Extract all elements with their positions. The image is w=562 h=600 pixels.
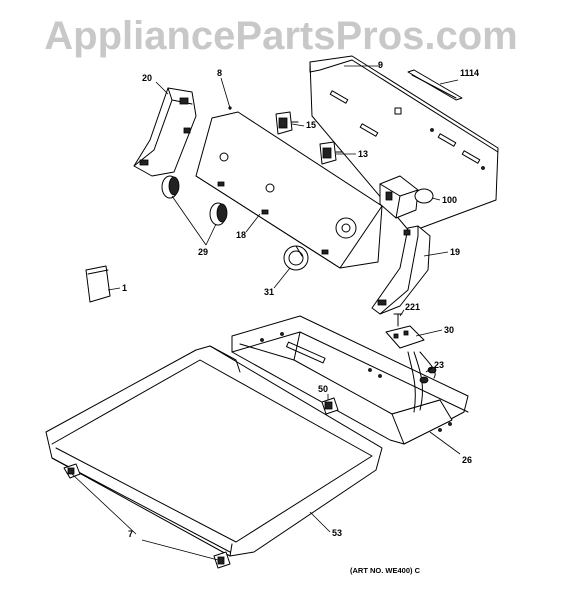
part-label-19: 19 (450, 247, 461, 257)
part-label-15: 15 (306, 120, 317, 130)
part-15-switch (275, 111, 299, 135)
part-label-23: 23 (434, 360, 445, 370)
part-20-end-cap (133, 87, 197, 177)
part-29-knob (209, 202, 228, 226)
watermark-text: AppliancePartsPros.com (44, 14, 518, 58)
part-label-221: 221 (405, 302, 421, 312)
part-30-terminal-block (385, 325, 425, 349)
part-label-1114: 1114 (460, 68, 480, 78)
part-19-end-cap (371, 225, 431, 315)
part-label-26: 26 (462, 455, 473, 465)
part-7-foot (63, 463, 81, 479)
part-label-9: 9 (378, 60, 384, 70)
art-number-caption: (ART NO. WE400) C (350, 566, 421, 575)
part-100-timer (379, 175, 434, 219)
part-label-18: 18 (236, 230, 247, 240)
part-label-53: 53 (332, 528, 343, 538)
part-13-switch (319, 141, 343, 165)
part-label-1: 1 (122, 283, 128, 293)
part-18-control-panel (195, 111, 383, 269)
leader-lines (71, 65, 461, 561)
part-label-13: 13 (358, 149, 369, 159)
part-label-31: 31 (264, 287, 275, 297)
part-29-knob (161, 175, 180, 199)
part-label-100: 100 (442, 195, 458, 205)
part-label-29: 29 (198, 247, 209, 257)
part-50-lamp-holder (321, 397, 339, 415)
part-1-card (85, 265, 111, 303)
part-label-50: 50 (318, 384, 329, 394)
part-23-harness (407, 351, 437, 413)
part-53-top-lid (45, 345, 383, 557)
part-1114-strip (407, 69, 463, 101)
part-9-backsplash (309, 55, 499, 233)
part-7-foot (213, 551, 231, 569)
part-221-screw (393, 313, 403, 327)
part-label-8: 8 (217, 68, 223, 78)
part-label-20: 20 (142, 73, 153, 83)
part-label-7: 7 (128, 529, 134, 539)
part-label-30: 30 (444, 325, 455, 335)
part-31-dial (283, 245, 309, 271)
part-26-top-bracket (231, 315, 469, 445)
